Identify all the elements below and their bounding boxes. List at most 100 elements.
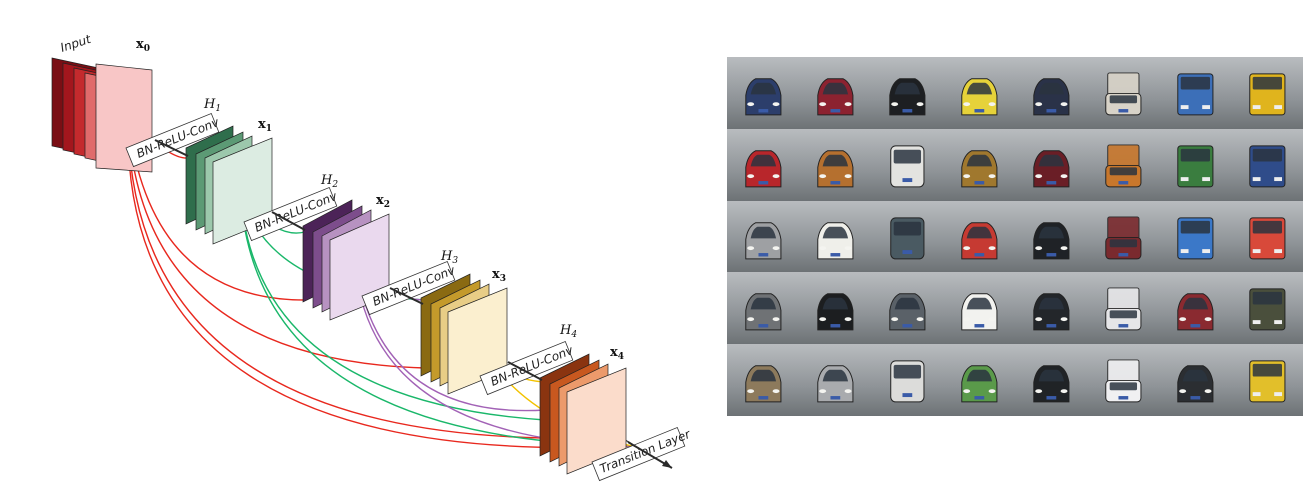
hatch-icon	[960, 365, 998, 403]
van-icon	[889, 145, 925, 188]
truck-icon	[1248, 73, 1286, 116]
suv-icon	[888, 293, 926, 331]
sedan-icon	[816, 78, 854, 116]
vehicle-photo	[943, 200, 1015, 273]
vehicle-photo	[943, 128, 1015, 201]
x0-label: x0	[136, 37, 150, 54]
sedan-icon	[744, 293, 782, 331]
hatch-icon	[960, 293, 998, 331]
connection-arc	[239, 184, 546, 421]
hatch-icon	[960, 221, 998, 259]
h1-label: H1	[203, 97, 221, 114]
vehicle-photo	[871, 57, 943, 129]
vehicle-photo	[1087, 344, 1159, 416]
h4-label: H4	[559, 323, 577, 340]
flow-arrows	[154, 139, 673, 469]
suv-icon	[816, 150, 854, 188]
vehicle-photo	[1231, 57, 1303, 129]
suv-icon	[960, 150, 998, 188]
h2-label: H2	[320, 173, 338, 190]
vehicle-photo	[1087, 272, 1159, 345]
x2-label: x2	[376, 193, 390, 210]
vehicle-photo	[799, 57, 871, 129]
pickup-icon	[1104, 359, 1142, 403]
vehicle-photo	[1015, 57, 1087, 129]
vehicle-photo	[799, 344, 871, 416]
pickup-icon	[1104, 215, 1142, 259]
vehicle-photo	[1231, 128, 1303, 201]
vehicle-photo	[1087, 128, 1159, 201]
vehicle-photo	[943, 272, 1015, 345]
connection-arc	[127, 117, 633, 449]
vehicle-photo	[1159, 344, 1231, 416]
vehicle-photo	[1015, 272, 1087, 345]
conv-block-box	[479, 341, 574, 396]
x4-label: x4	[610, 345, 624, 362]
vehicle-photo	[871, 272, 943, 345]
vehicle-photo	[1159, 272, 1231, 345]
vehicle-photo	[727, 200, 799, 273]
hatch-icon	[960, 78, 998, 116]
vehicle-photo	[943, 57, 1015, 129]
sedan-icon	[888, 78, 926, 116]
connection-arc	[127, 117, 546, 439]
bus-icon	[1176, 73, 1214, 116]
connection-arc	[127, 117, 426, 369]
sedan-icon	[816, 293, 854, 331]
vehicle-photo	[727, 344, 799, 416]
connection-arc	[239, 184, 633, 447]
vehicle-photo	[1231, 272, 1303, 345]
truck-icon	[1248, 360, 1286, 403]
vehicle-photo	[727, 57, 799, 129]
sedan-icon	[1032, 150, 1070, 188]
stage-4-feature-maps	[539, 353, 627, 475]
vehicle-photo	[799, 272, 871, 345]
sedan-icon	[1032, 293, 1070, 331]
suv-icon	[816, 365, 854, 403]
truck-icon	[1248, 288, 1286, 331]
pickup-icon	[1104, 144, 1142, 188]
vehicle-photo	[727, 272, 799, 345]
sedan-icon	[744, 150, 782, 188]
vehicle-photo	[871, 344, 943, 416]
vehicle-image-grid	[727, 57, 1303, 416]
sedan-icon	[744, 365, 782, 403]
pickup-icon	[1104, 72, 1142, 116]
vehicle-photo	[799, 128, 871, 201]
vehicle-photo	[1087, 200, 1159, 273]
x3-label: x3	[492, 267, 506, 284]
transition-layer-box	[591, 427, 686, 482]
h3-label: H3	[440, 249, 458, 266]
sedan-icon	[1176, 293, 1214, 331]
vehicle-photo	[1159, 128, 1231, 201]
van-icon	[889, 216, 925, 259]
stage-3-feature-maps	[420, 273, 508, 395]
sedan-icon	[744, 221, 782, 259]
vehicle-photo	[1159, 200, 1231, 273]
sedan-icon	[816, 221, 854, 259]
bus-icon	[1176, 216, 1214, 259]
stage-0-feature-maps	[51, 57, 153, 173]
sedan-icon	[1032, 78, 1070, 116]
densenet-diagram: BN-ReLU-Conv BN-ReLU-Conv BN-ReLU-Conv B…	[51, 32, 693, 482]
vehicle-photo	[1015, 128, 1087, 201]
vehicle-photo	[799, 200, 871, 273]
van-icon	[889, 360, 925, 403]
x1-label: x1	[258, 117, 272, 134]
truck-icon	[1248, 216, 1286, 259]
vehicle-photo	[1087, 57, 1159, 129]
vehicle-photo	[1159, 57, 1231, 129]
vehicle-photo	[1015, 344, 1087, 416]
sedan-icon	[744, 78, 782, 116]
vehicle-photo	[1015, 200, 1087, 273]
bus-icon	[1176, 145, 1214, 188]
vehicle-photo	[871, 200, 943, 273]
vehicle-photo	[871, 128, 943, 201]
pickup-icon	[1104, 287, 1142, 331]
vehicle-photo	[1231, 200, 1303, 273]
vehicle-photo	[943, 344, 1015, 416]
input-label: Input	[59, 32, 94, 55]
vehicle-photo	[727, 128, 799, 201]
stage-2-feature-maps	[302, 199, 390, 321]
sedan-icon	[1176, 365, 1214, 403]
